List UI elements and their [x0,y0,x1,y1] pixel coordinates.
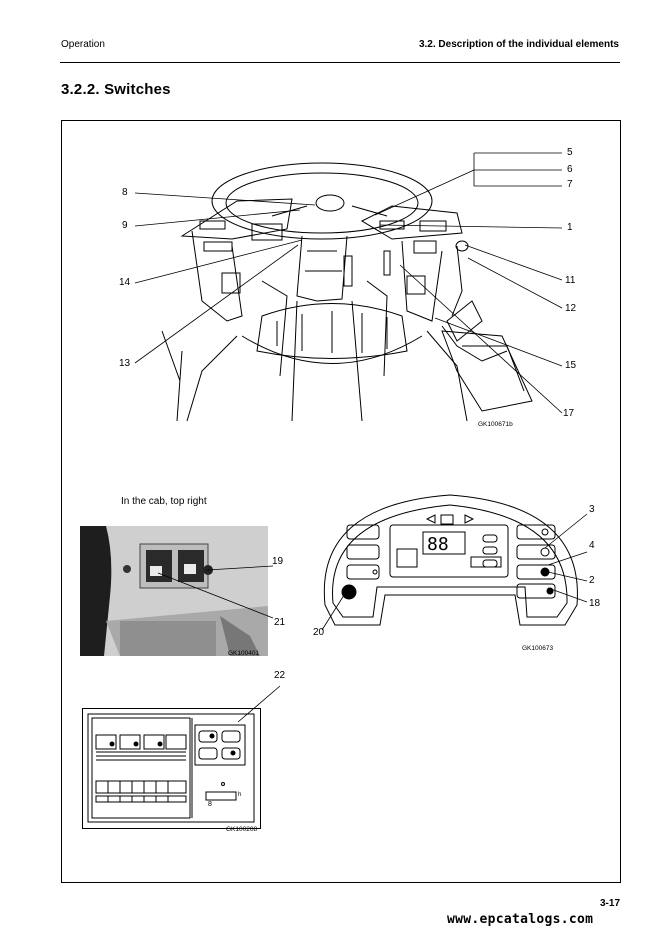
hour-unit-label: h [238,792,242,798]
header-rule [60,62,620,63]
svg-text:88: 88 [427,534,449,555]
callout-5: 5 [567,147,573,158]
callout-1: 1 [567,222,573,233]
callout-4: 4 [589,540,595,551]
cockpit-illustration [161,162,533,422]
callout-2: 2 [589,575,595,586]
callout-7: 7 [567,179,573,190]
callout-19: 19 [272,556,284,567]
callout-9: 9 [122,220,128,231]
page-number: 3-17 [599,898,620,909]
callout-12: 12 [565,303,577,314]
control-panel-illustration [82,708,261,829]
figure-code-dash: GK100673 [522,645,554,652]
dashboard-illustration: 88 [323,494,578,626]
callout-20: 20 [313,627,325,638]
callout-11: 11 [565,275,576,286]
section-title: 3.2.2. Switches [61,81,171,98]
callout-15: 15 [565,360,577,371]
callout-21: 21 [274,617,286,628]
figure-code-panel: GK100208 [226,826,258,833]
callout-6: 6 [567,164,573,175]
callout-18: 18 [589,598,601,609]
callout-17: 17 [563,408,575,419]
running-header-left: Operation [61,39,105,50]
running-header-right: 3.2. Description of the individual eleme… [418,39,619,50]
figure-frame [61,120,621,883]
cab-caption: In the cab, top right [121,496,207,507]
callout-3: 3 [589,504,595,515]
callout-8: 8 [122,187,128,198]
figure-code-main: GK100671b [478,421,513,428]
callout-22: 22 [274,670,286,681]
figure-code-cab: GK100401 [228,650,260,657]
callout-14: 14 [119,277,131,288]
watermark-link[interactable]: www.epcatalogs.com [447,912,594,927]
callout-13: 13 [119,358,131,369]
panel-small-label: 8 [208,801,212,808]
